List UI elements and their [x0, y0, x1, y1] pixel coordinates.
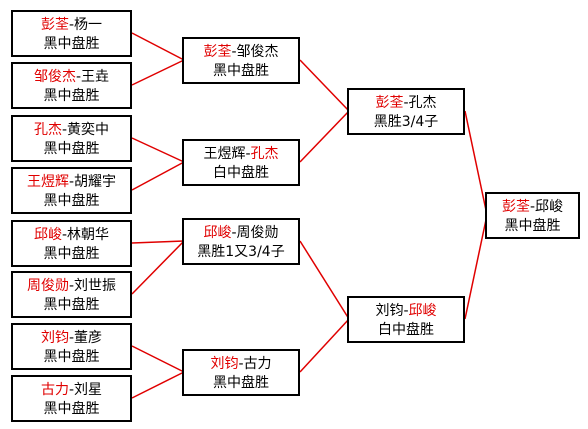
player-name: 周俊勋	[236, 225, 279, 241]
match-box-r3-2: 刘钧-邱峻 白中盘胜	[347, 296, 465, 343]
match-box-r3-1: 彭荃-孔杰 黑胜3/4子	[347, 88, 465, 135]
connector-line	[131, 137, 185, 163]
winner-name: 邹俊杰	[33, 69, 76, 85]
loser-name: 黄奕中	[67, 122, 110, 138]
winner-name: 彭荃	[40, 17, 69, 33]
connector-line	[464, 110, 488, 216]
winner-name: 刘钧	[40, 330, 69, 346]
match-result: 黑胜1又3/4子	[197, 244, 285, 260]
winner-name: 王煜辉	[26, 174, 69, 190]
winner-name: 彭荃	[203, 44, 232, 60]
loser-name: 董彦	[74, 330, 103, 346]
player-name: 邱峻	[535, 199, 564, 215]
player-name: 孔杰	[408, 95, 437, 111]
match-box-final: 彭荃-邱峻 黑中盘胜	[485, 192, 580, 239]
winner-name: 彭荃	[501, 199, 530, 215]
winner-name: 邱峻	[33, 227, 62, 243]
winner-name: 邱峻	[408, 303, 437, 319]
match-box-r1-1: 彭荃-杨一 黑中盘胜	[11, 10, 132, 57]
connector-line	[131, 32, 185, 61]
match-box-r2-1: 彭荃-邹俊杰 黑中盘胜	[182, 37, 300, 84]
match-result: 黑中盘胜	[213, 375, 269, 391]
match-result: 白中盘胜	[378, 322, 434, 338]
connector-line	[464, 214, 488, 320]
loser-name: 胡耀宇	[74, 174, 117, 190]
match-result: 黑中盘胜	[43, 401, 100, 417]
connector-line	[131, 345, 185, 373]
match-result: 黑中盘胜	[43, 141, 100, 157]
loser-name: 杨一	[74, 17, 103, 33]
connector-line	[299, 59, 350, 112]
match-result: 黑中盘胜	[43, 88, 100, 104]
player-name: 古力	[243, 356, 272, 372]
match-box-r1-5: 邱峻-林朝华 黑中盘胜	[11, 220, 132, 267]
match-box-r2-4: 刘钧-古力 黑中盘胜	[182, 349, 300, 396]
winner-name: 邱峻	[203, 225, 232, 241]
connector-line	[131, 240, 185, 295]
match-result: 白中盘胜	[213, 165, 269, 181]
match-box-r2-3: 邱峻-周俊勋 黑胜1又3/4子	[182, 218, 300, 265]
loser-name: 林朝华	[67, 227, 110, 243]
winner-name: 刘钧	[210, 356, 239, 372]
match-result: 黑中盘胜	[43, 193, 100, 209]
connector-line	[299, 318, 350, 373]
player-name: 刘钧	[375, 303, 404, 319]
loser-name: 刘星	[74, 382, 103, 398]
match-result: 黑中盘胜	[213, 63, 269, 79]
connector-line	[299, 240, 350, 320]
match-result: 黑中盘胜	[504, 218, 561, 234]
connector-line	[131, 161, 185, 191]
winner-name: 彭荃	[375, 95, 404, 111]
match-result: 黑中盘胜	[43, 246, 100, 262]
connector-line	[131, 240, 185, 244]
match-box-r1-8: 古力-刘星 黑中盘胜	[11, 375, 132, 422]
match-box-r1-2: 邹俊杰-王垚 黑中盘胜	[11, 62, 132, 109]
match-box-r2-2: 王煜辉-孔杰 白中盘胜	[182, 139, 300, 186]
winner-name: 古力	[40, 382, 69, 398]
winner-name: 孔杰	[250, 146, 279, 162]
match-box-r1-3: 孔杰-黄奕中 黑中盘胜	[11, 115, 132, 162]
match-box-r1-6: 周俊勋-刘世振 黑中盘胜	[11, 271, 132, 318]
winner-name: 周俊勋	[26, 278, 69, 294]
match-box-r1-7: 刘钧-董彦 黑中盘胜	[11, 323, 132, 370]
player-name: 王煜辉	[203, 146, 246, 162]
connector-line	[299, 110, 350, 163]
loser-name: 刘世振	[74, 278, 117, 294]
match-result: 黑中盘胜	[43, 349, 100, 365]
match-box-r1-4: 王煜辉-胡耀宇 黑中盘胜	[11, 167, 132, 214]
loser-name: 王垚	[81, 69, 110, 85]
connector-line	[131, 59, 185, 86]
player-name: 邹俊杰	[236, 44, 279, 60]
match-result: 黑中盘胜	[43, 36, 100, 52]
winner-name: 孔杰	[33, 122, 62, 138]
connector-line	[131, 371, 185, 399]
match-result: 黑中盘胜	[43, 297, 100, 313]
match-result: 黑胜3/4子	[373, 114, 439, 130]
